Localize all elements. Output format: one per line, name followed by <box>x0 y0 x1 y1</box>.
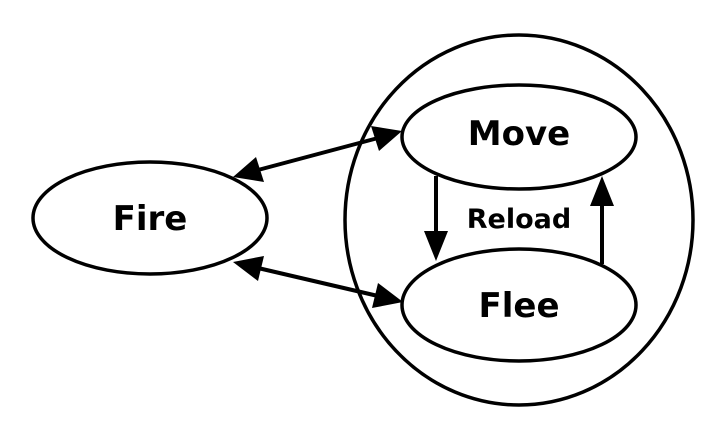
edge-move-flee <box>424 176 448 261</box>
node-fire: Fire <box>31 160 269 276</box>
node-fire-label: Fire <box>113 199 188 239</box>
node-flee: Flee <box>400 247 638 363</box>
edge-fire-move-line <box>257 136 379 172</box>
node-flee-shape <box>400 247 638 363</box>
edge-label-reload: Reload <box>467 204 571 235</box>
edge-fire-flee-line <box>257 266 379 298</box>
node-fire-shape <box>31 160 269 276</box>
node-flee-label: Flee <box>479 286 560 326</box>
node-move-label: Move <box>468 114 570 154</box>
arrowhead-to-flee <box>372 283 403 308</box>
arrowhead-to-fire-top <box>233 157 264 182</box>
up-arrowhead <box>590 176 614 206</box>
arrowhead-to-move <box>371 126 402 151</box>
node-move-shape <box>400 83 638 191</box>
down-arrowhead <box>424 231 448 261</box>
edge-fire-flee <box>233 256 403 308</box>
edge-flee-move <box>590 176 614 264</box>
arrowhead-to-fire-bottom <box>233 256 264 281</box>
edge-fire-move <box>233 126 402 182</box>
node-move: Move <box>400 83 638 191</box>
